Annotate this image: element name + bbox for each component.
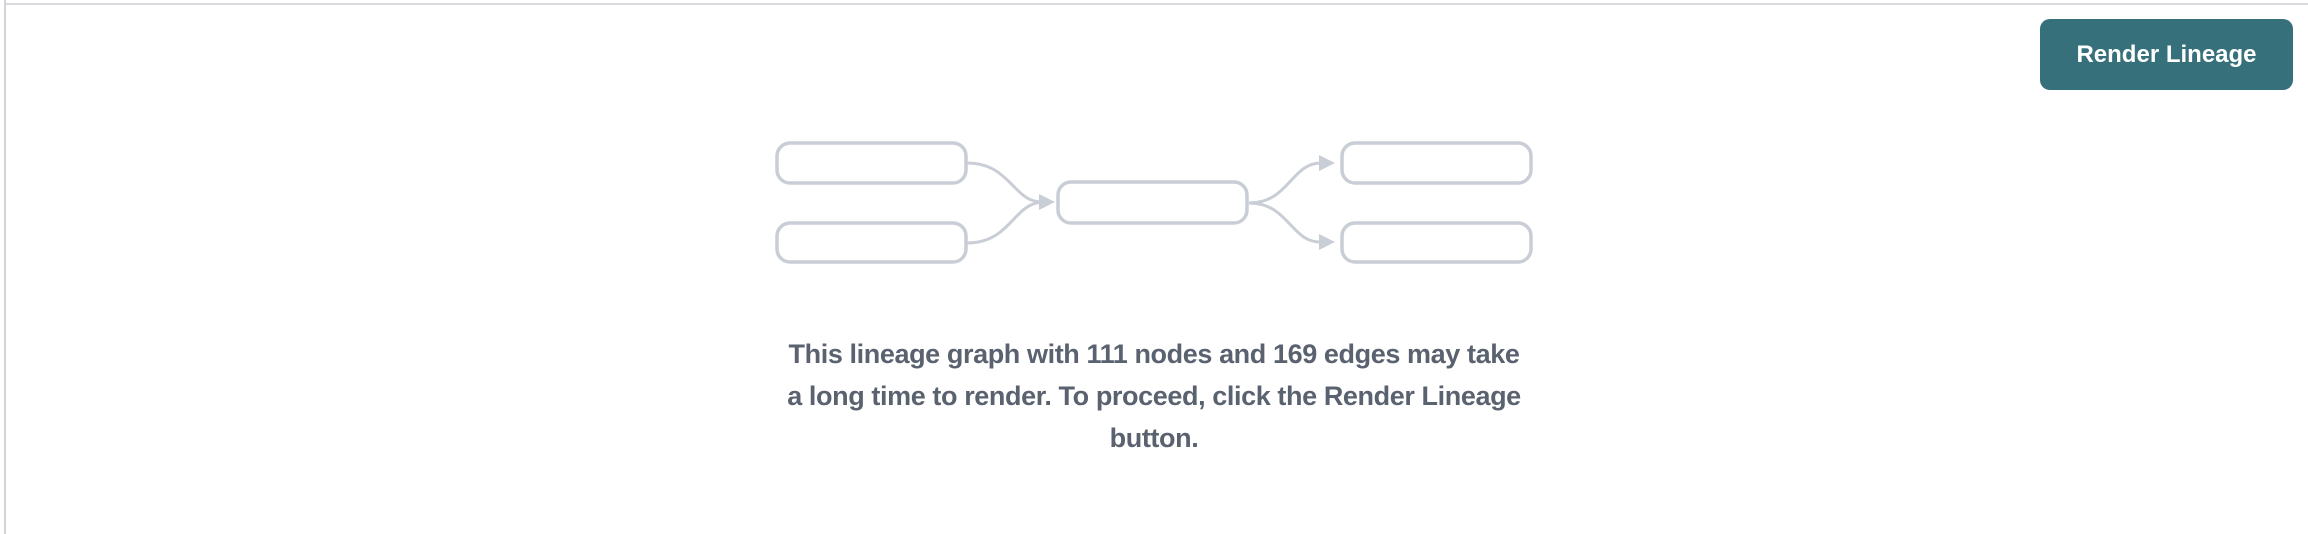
panel-left-divider: [4, 0, 6, 534]
placeholder-node: [775, 221, 968, 264]
placeholder-edge: [1248, 201, 1322, 244]
placeholder-node: [775, 141, 968, 185]
panel-top-divider: [6, 3, 2308, 5]
placeholder-node: [1340, 221, 1533, 264]
message-line: This lineage graph with 111 nodes and 16…: [788, 339, 1520, 369]
arrowhead-icon: [1319, 234, 1335, 250]
arrowhead-icon: [1319, 155, 1335, 171]
placeholder-edge: [1248, 161, 1322, 205]
lineage-warning-message: This lineage graph with 111 nodes and 16…: [787, 333, 1521, 459]
render-lineage-button[interactable]: Render Lineage: [2040, 19, 2293, 90]
placeholder-node: [1056, 180, 1249, 225]
lineage-empty-state: This lineage graph with 111 nodes and 16…: [775, 141, 1533, 459]
placeholder-edge: [966, 161, 1044, 204]
message-line: a long time to render. To proceed, click…: [787, 381, 1521, 411]
message-line: button.: [1109, 423, 1199, 453]
placeholder-node: [1340, 141, 1533, 185]
placeholder-edge: [966, 200, 1044, 245]
lineage-placeholder-illustration: [775, 141, 1533, 264]
arrowhead-icon: [1039, 194, 1055, 210]
